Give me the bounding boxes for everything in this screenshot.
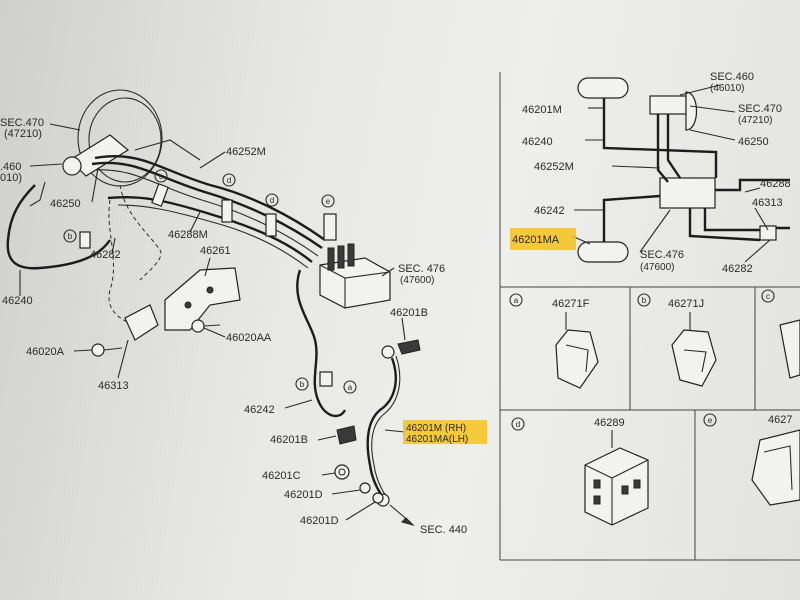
label-s-sec470-sub: (47210) [738, 115, 772, 126]
overview-ref-circles: c d d e b b a [63, 169, 357, 394]
abs-actuator-sec476 [319, 243, 391, 309]
svg-text:d: d [270, 196, 274, 205]
ref-circle-b [63, 229, 77, 243]
schematic-actuator [659, 177, 716, 209]
ref-circle-c [154, 169, 168, 183]
label-s-46240: 46240 [522, 136, 553, 148]
ref-circle-d [222, 173, 236, 187]
svg-text:c: c [159, 172, 163, 181]
svg-text:e: e [326, 197, 331, 206]
svg-text:d: d [227, 176, 231, 185]
brake-tube-bundle [6, 139, 347, 418]
label-46261: 46261 [200, 245, 231, 257]
detail-b-part: 46271J [668, 298, 704, 310]
label-s-sec476: SEC.476 [640, 249, 684, 261]
label-46201D-b: 46201D [300, 515, 339, 527]
label-sec460-sub: 010) [0, 172, 22, 184]
clip-46289-icon [584, 447, 649, 526]
detail-e-part: 4627 [768, 414, 792, 426]
overview-labels: SEC.470 (47210) .460 010) 46250 46252M 4… [0, 117, 468, 536]
schematic-labels: SEC.460 (46010) SEC.470 (47210) 46201M 4… [512, 71, 791, 275]
clip-46271J-icon [671, 329, 717, 387]
highlight-46201MA-schematic [510, 228, 576, 250]
detail-panel-e: e 4627 [703, 413, 800, 506]
svg-text:b: b [300, 380, 305, 389]
label-46313: 46313 [98, 380, 129, 392]
label-sec440: SEC. 440 [420, 524, 467, 536]
bracket-46313 [124, 304, 159, 341]
detail-panel-a: a 46271F [509, 293, 599, 389]
label-sec476: SEC. 476 [398, 263, 445, 275]
clip-46271F-icon [555, 329, 599, 389]
label-46282: 46282 [90, 249, 121, 261]
clip-46270-icon [751, 429, 800, 506]
clips-46201B [336, 339, 421, 445]
label-sec470-sub: (47210) [4, 128, 42, 140]
overview-leaders [19, 123, 406, 521]
label-s-sec476-sub: (47600) [640, 262, 674, 273]
highlight-46201M-overview [403, 420, 487, 444]
label-s-46282: 46282 [722, 263, 753, 275]
label-sec476-sub: (47600) [400, 275, 434, 286]
label-46020A: 46020A [26, 346, 65, 358]
tube-clips [79, 183, 337, 387]
schematic-master-cyl [649, 95, 687, 115]
label-sec460: .460 [0, 161, 21, 173]
label-s-sec460-sub: (46010) [710, 83, 744, 94]
label-46250: 46250 [50, 198, 81, 210]
label-s-46252M: 46252M [534, 161, 574, 173]
washers-46201C-46201D [334, 464, 384, 504]
detail-panel-c: c [761, 289, 800, 379]
schematic-caliper-rear [577, 241, 629, 263]
label-sec470: SEC.470 [0, 117, 44, 129]
detail-panel-d: d 46289 [511, 417, 649, 526]
label-46252M: 46252M [226, 146, 266, 158]
svg-text:e: e [708, 416, 713, 425]
svg-text:a: a [348, 383, 353, 392]
detail-grid [500, 287, 800, 561]
label-46020AA: 46020AA [226, 332, 272, 344]
label-46288M: 46288M [168, 229, 208, 241]
brake-hose-46201M [366, 345, 415, 526]
detail-panel-b: b 46271J [637, 293, 717, 387]
label-s-46250: 46250 [738, 136, 769, 148]
label-s-46313: 46313 [752, 197, 783, 209]
detail-d-part: 46289 [594, 417, 625, 429]
svg-text:b: b [68, 232, 73, 241]
label-s-46201MA: 46201MA [512, 234, 560, 246]
clip-c-icon [779, 319, 800, 379]
svg-text:a: a [514, 296, 519, 305]
label-46201D-a: 46201D [284, 489, 323, 501]
label-s-sec470: SEC.470 [738, 103, 782, 115]
label-46201C: 46201C [262, 470, 301, 482]
detail-a-part: 46271F [552, 298, 590, 310]
label-46201B-left: 46201B [270, 434, 308, 446]
label-46201MA-LH: 46201MA(LH) [406, 434, 468, 445]
ref-circle-a [343, 380, 357, 394]
bracket-46261 [164, 267, 241, 331]
schematic-caliper-front [577, 77, 629, 99]
label-46201B-top: 46201B [390, 307, 428, 319]
label-46201M-RH: 46201M (RH) [406, 423, 466, 434]
svg-text:c: c [766, 292, 770, 301]
svg-text:d: d [516, 420, 520, 429]
ref-circle-e [321, 194, 335, 208]
label-46240: 46240 [2, 295, 33, 307]
ref-circle-b2 [295, 377, 309, 391]
label-s-46242: 46242 [534, 205, 565, 217]
label-s-46201M: 46201M [522, 104, 562, 116]
ref-circle-d2 [265, 193, 279, 207]
label-s-sec460: SEC.460 [710, 71, 754, 83]
label-s-46288: 46288 [760, 178, 791, 190]
svg-text:b: b [642, 296, 647, 305]
label-46242: 46242 [244, 404, 275, 416]
schematic [571, 77, 790, 263]
